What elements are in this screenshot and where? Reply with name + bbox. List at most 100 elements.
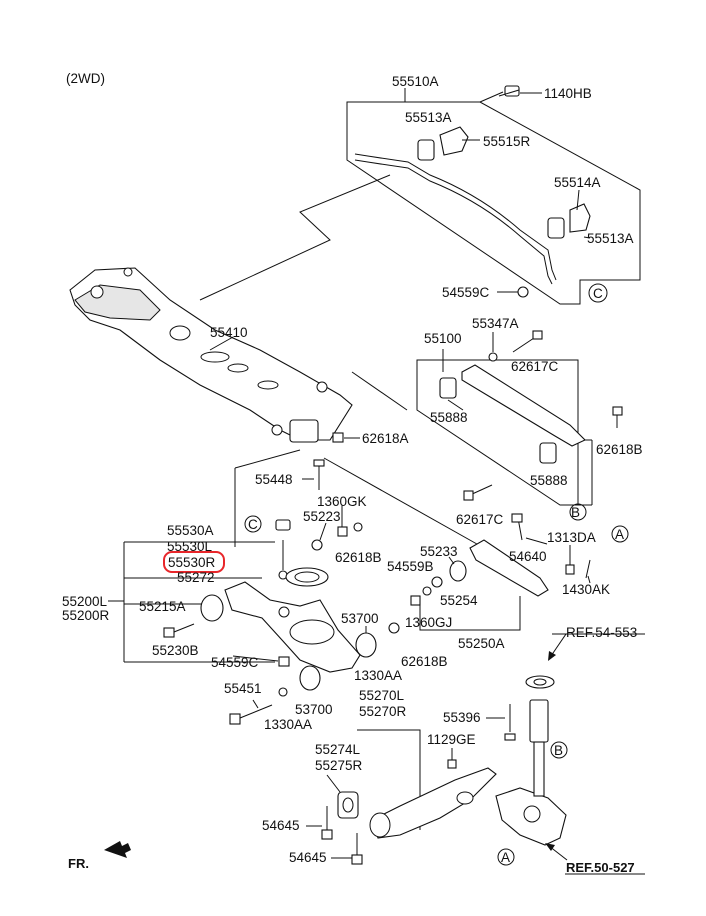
washer-1330aa-low[interactable] [278, 687, 288, 697]
nut-1313da[interactable] [565, 564, 575, 575]
nut-1360gk[interactable] [337, 526, 348, 537]
bolt-54645-top[interactable] [321, 806, 333, 840]
label-55100[interactable]: 55100 [424, 331, 462, 346]
nut-54559c-low[interactable] [278, 656, 290, 667]
label-55274l[interactable]: 55274L [315, 742, 361, 757]
lower-arm-group [108, 449, 400, 725]
washer-1360gj[interactable] [422, 586, 432, 596]
trailing-link-55250a[interactable] [469, 539, 549, 597]
label-55230b[interactable]: 55230B [152, 643, 199, 658]
label-62617c-mid[interactable]: 62617C [456, 512, 504, 527]
bushing-55888-left[interactable] [439, 377, 457, 399]
label-54640[interactable]: 54640 [509, 549, 547, 564]
label-54645-low[interactable]: 54645 [289, 850, 327, 865]
label-54559c-low[interactable]: 54559C [211, 655, 259, 670]
bolt-1140hb[interactable] [498, 85, 520, 97]
nut-54559b[interactable] [410, 595, 421, 606]
label-54559b[interactable]: 54559B [387, 559, 434, 574]
bushing-left[interactable] [417, 139, 435, 161]
highlight-55530r[interactable] [163, 551, 225, 573]
label-55888-right[interactable]: 55888 [530, 473, 568, 488]
label-1330aa-low[interactable]: 1330AA [264, 717, 312, 732]
pin-1430ak[interactable] [585, 559, 591, 579]
bolt-1129ge[interactable] [447, 759, 457, 769]
label-62618b-low[interactable]: 62618B [401, 654, 448, 669]
nut-62618b-mid[interactable] [353, 522, 363, 532]
bushing-55215a[interactable] [200, 594, 224, 622]
label-55530a[interactable]: 55530A [167, 523, 214, 538]
bolt-55451[interactable] [229, 704, 273, 725]
bolt-62618b-right[interactable] [612, 406, 623, 428]
bolt-62617c-top[interactable] [512, 330, 543, 353]
label-53700-top[interactable]: 53700 [341, 611, 379, 626]
label-55215a[interactable]: 55215A [139, 599, 186, 614]
crossmember-55410[interactable] [69, 267, 353, 443]
shock-absorber[interactable] [525, 675, 555, 797]
trailing-arm-55270[interactable] [371, 767, 497, 839]
label-55347a[interactable]: 55347A [472, 316, 519, 331]
label-55515r[interactable]: 55515R [483, 134, 531, 149]
label-54559c-top[interactable]: 54559C [442, 285, 490, 300]
label-55233[interactable]: 55233 [420, 544, 458, 559]
label-1313da[interactable]: 1313DA [547, 530, 596, 545]
label-55396[interactable]: 55396 [443, 710, 481, 725]
label-55510a[interactable]: 55510A [392, 74, 439, 89]
bolt-55230b[interactable] [163, 623, 195, 638]
label-55530l[interactable]: 55530L [167, 539, 213, 554]
washer-55254[interactable] [431, 576, 443, 588]
bushing-right[interactable] [547, 217, 565, 239]
trailing-link-group [323, 457, 629, 631]
label-55270r[interactable]: 55270R [359, 704, 407, 719]
label-55250a[interactable]: 55250A [458, 636, 505, 651]
bracket-right[interactable] [569, 203, 591, 233]
label-55272[interactable]: 55272 [177, 570, 215, 585]
label-55254[interactable]: 55254 [440, 593, 478, 608]
part-labels: (2WD) 55510A 1140HB 55513A 55515R 55514A… [62, 71, 643, 875]
label-55513a-right[interactable]: 55513A [587, 231, 634, 246]
bolt-62617c-mid[interactable] [463, 484, 493, 501]
label-53700-low[interactable]: 53700 [295, 702, 333, 717]
bolt-55396[interactable] [504, 704, 516, 741]
label-54645-top[interactable]: 54645 [262, 818, 300, 833]
label-1360gj[interactable]: 1360GJ [405, 615, 452, 630]
label-55514a[interactable]: 55514A [554, 175, 601, 190]
label-1140hb[interactable]: 1140HB [544, 86, 592, 101]
label-1330aa-top[interactable]: 1330AA [354, 668, 402, 683]
bushing-55274[interactable] [337, 791, 359, 819]
forward-arrow-icon [104, 841, 131, 858]
stabilizer-link-55530[interactable] [275, 519, 291, 580]
label-55451[interactable]: 55451 [224, 681, 262, 696]
label-1129ge[interactable]: 1129GE [427, 732, 476, 747]
bracket-left[interactable] [439, 126, 469, 156]
bushing-53700-top[interactable] [355, 632, 377, 658]
nut-54559c-top[interactable] [517, 286, 529, 298]
bolt-54645-low[interactable] [351, 833, 363, 865]
bushing-55233[interactable] [449, 560, 467, 582]
label-62618a[interactable]: 62618A [362, 431, 409, 446]
label-55270l[interactable]: 55270L [359, 688, 405, 703]
label-55888-left[interactable]: 55888 [430, 410, 468, 425]
label-55448[interactable]: 55448 [255, 472, 293, 487]
bushing-55888-right[interactable] [539, 442, 557, 464]
label-55513a-top[interactable]: 55513A [405, 110, 452, 125]
label-55275r[interactable]: 55275R [315, 758, 363, 773]
label-1430ak[interactable]: 1430AK [562, 582, 610, 597]
washer-55347a[interactable] [488, 352, 498, 362]
nut-62618b-low[interactable] [388, 622, 400, 634]
label-55200r[interactable]: 55200R [62, 608, 110, 623]
label-55200l[interactable]: 55200L [62, 594, 108, 609]
label-62618b-mid[interactable]: 62618B [335, 550, 382, 565]
bolt-54640[interactable] [511, 513, 523, 541]
label-62617c-top[interactable]: 62617C [511, 359, 559, 374]
label-55410[interactable]: 55410 [210, 325, 248, 340]
upper-arm-55100[interactable] [461, 364, 586, 447]
nut-62618a[interactable] [332, 432, 344, 443]
bushing-53700-low[interactable] [299, 665, 321, 691]
nut-55223[interactable] [311, 539, 323, 551]
callout-c-top: C [593, 286, 603, 301]
label-62618b-right[interactable]: 62618B [596, 442, 643, 457]
label-55530r[interactable]: 55530R [168, 555, 216, 570]
label-55223[interactable]: 55223 [303, 509, 341, 524]
bolt-55448[interactable] [313, 459, 325, 490]
label-1360gk[interactable]: 1360GK [317, 494, 367, 509]
